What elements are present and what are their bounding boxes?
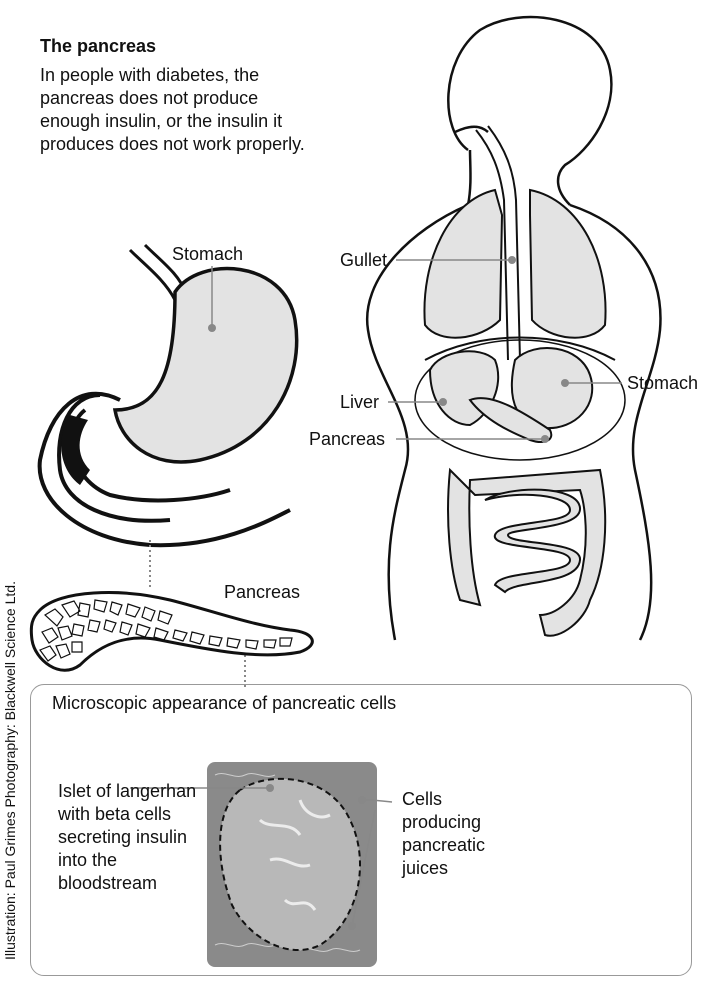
- body-torso: [367, 17, 660, 640]
- leader-stomach-body-dot: [561, 379, 569, 387]
- label-pancreas-body: Pancreas: [309, 429, 385, 450]
- heading-text: In people with diabetes, the pancreas do…: [40, 64, 310, 156]
- stomach-shape: [115, 269, 297, 462]
- neck-left: [468, 150, 471, 205]
- duodenum-fill: [61, 415, 90, 485]
- lung-right: [530, 190, 606, 338]
- label-pancreas-left: Pancreas: [224, 582, 300, 603]
- pancreas-detail: [31, 593, 312, 671]
- label-stomach-body: Stomach: [627, 373, 698, 394]
- stomach-detail: [40, 245, 297, 545]
- label-stomach-left: Stomach: [172, 244, 243, 265]
- intestines: [448, 470, 605, 636]
- leader-stomach-left-dot: [208, 324, 216, 332]
- head-outline: [448, 17, 611, 205]
- credit-line: Illustration: Paul Grimes Photography: B…: [2, 581, 18, 960]
- label-gullet: Gullet: [340, 250, 387, 271]
- cells-label: Cells producing pancreatic juices: [402, 788, 522, 880]
- label-liver: Liver: [340, 392, 379, 413]
- leader-gullet-dot: [508, 256, 516, 264]
- mouth-line: [455, 127, 488, 132]
- leader-pancreas-body-dot: [541, 435, 549, 443]
- lung-left: [424, 190, 502, 338]
- pancreas-shape: [31, 593, 312, 671]
- leader-liver-dot: [439, 398, 447, 406]
- heading-title: The pancreas: [40, 36, 156, 57]
- small-intestine: [485, 490, 580, 592]
- microscope-title: Microscopic appearance of pancreatic cel…: [52, 693, 396, 714]
- islet-label: Islet of langerhan with beta cells secre…: [58, 780, 218, 895]
